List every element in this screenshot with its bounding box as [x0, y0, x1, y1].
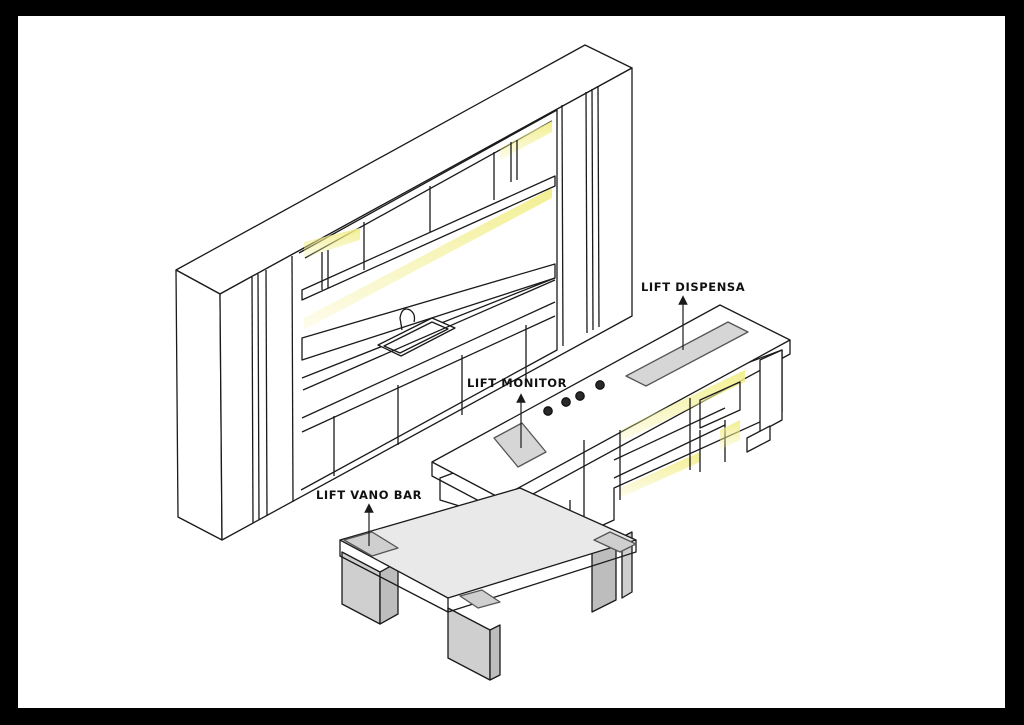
wall-cabinet-unit	[175, 44, 633, 541]
label-lift-monitor: LIFT MONITOR	[467, 376, 568, 390]
lift-arrows	[364, 295, 688, 546]
label-lift-vano-bar: LIFT VANO BAR	[316, 488, 423, 502]
bar-table	[339, 487, 637, 681]
label-lift-dispensa: LIFT DISPENSA	[641, 280, 746, 294]
